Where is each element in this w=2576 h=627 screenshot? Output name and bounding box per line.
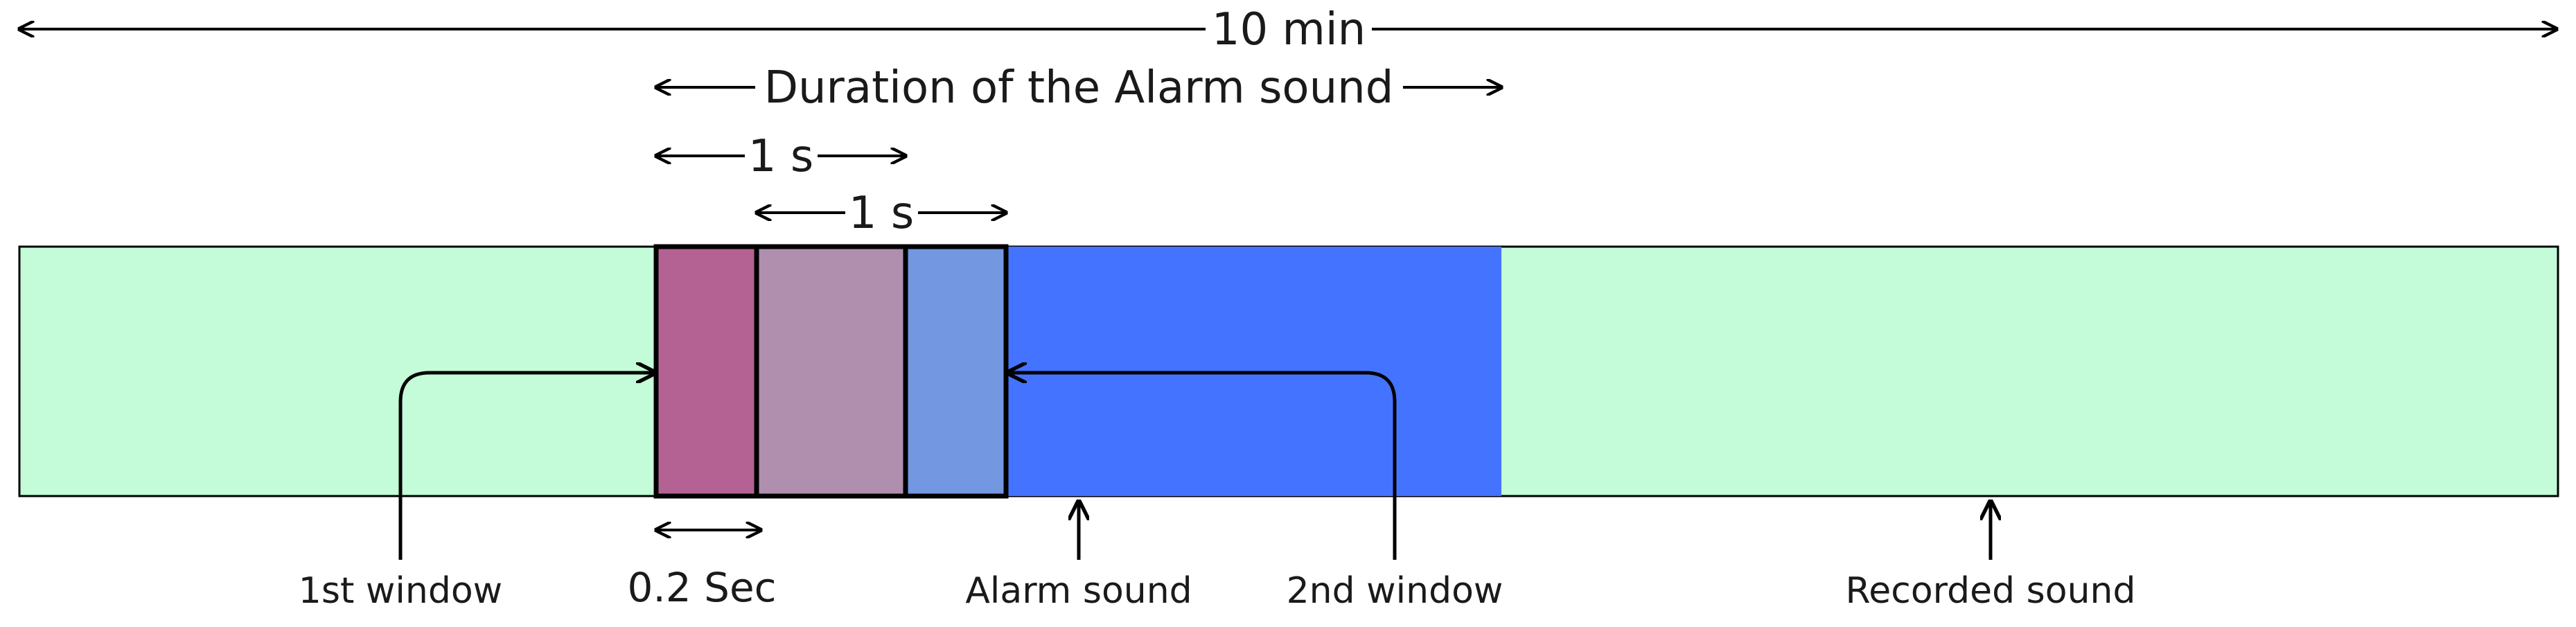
first-window-pointer	[398, 373, 655, 560]
second-window-label: 2nd window	[1287, 570, 1503, 612]
first-window-length-label: 1 s	[748, 131, 813, 182]
total-duration-label: 10 min	[1212, 4, 1366, 55]
hop-label: 0.2 Sec	[627, 564, 776, 611]
second-window-pointer	[1008, 373, 1397, 560]
second-window-length-label: 1 s	[849, 188, 914, 239]
recorded-sound-label: Recorded sound	[1845, 570, 2135, 612]
second-window-tail-segment	[906, 247, 1006, 496]
alarm-duration-label: Duration of the Alarm sound	[764, 62, 1394, 114]
first-window-label: 1st window	[299, 570, 502, 612]
overlap-segment	[757, 247, 906, 496]
alarm-sound-label: Alarm sound	[965, 570, 1192, 612]
first-window-only-segment	[656, 247, 757, 496]
